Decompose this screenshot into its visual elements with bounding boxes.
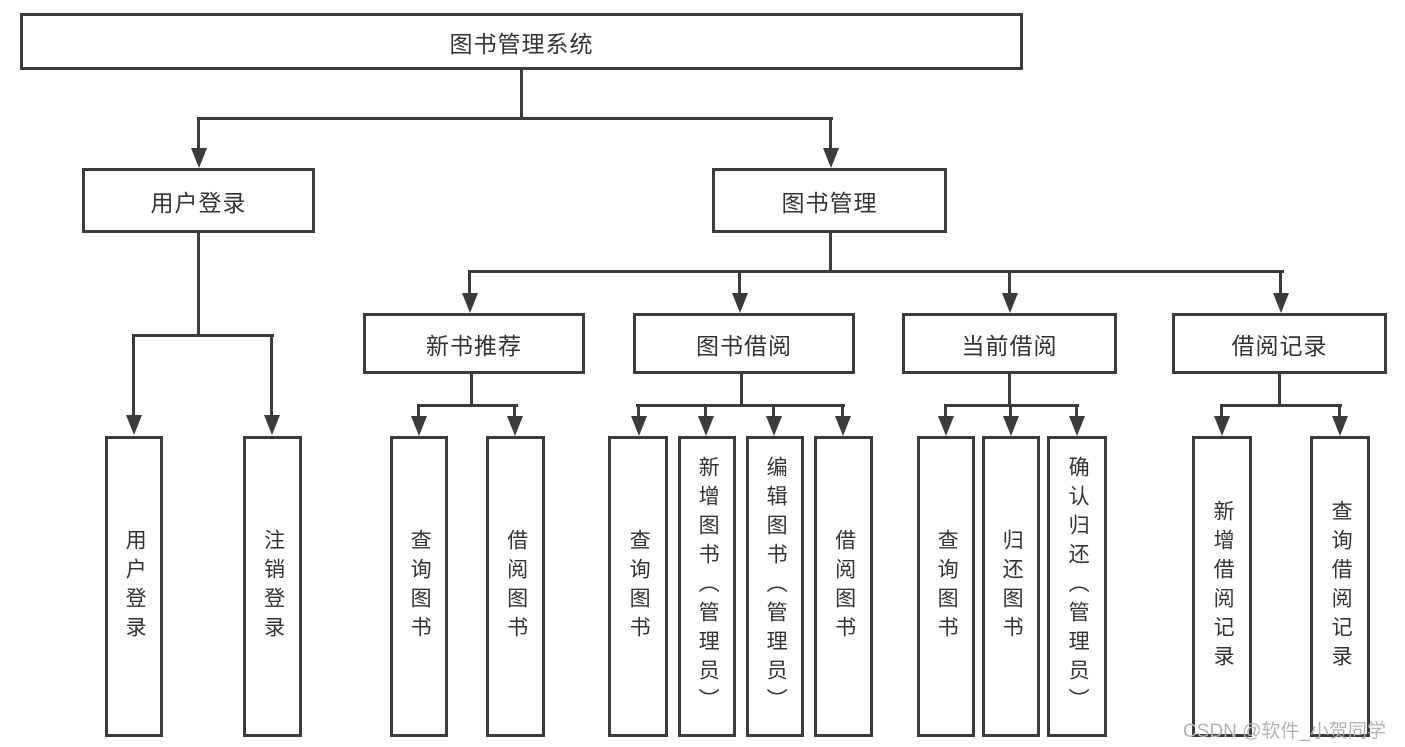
connector-line bbox=[470, 374, 473, 407]
leaf-edit-book-admin-label: 编辑图书（管理员） bbox=[764, 456, 788, 717]
connector-arrow bbox=[513, 405, 516, 416]
connector-line bbox=[132, 334, 274, 337]
node-book-management: 图书管理 bbox=[712, 168, 947, 233]
connector-arrow bbox=[1075, 405, 1078, 416]
connector-arrow bbox=[1279, 271, 1282, 293]
node-new-book-recommend-label: 新书推荐 bbox=[426, 332, 522, 359]
leaf-search-borrow-record: 查询借阅记录 bbox=[1310, 436, 1370, 737]
leaf-search-book-recommend-label: 查询图书 bbox=[408, 528, 432, 645]
leaf-search-book-current-label: 查询图书 bbox=[935, 528, 959, 645]
connector-line bbox=[829, 233, 832, 273]
connector-line bbox=[468, 270, 1284, 273]
connector-arrow bbox=[738, 271, 741, 293]
leaf-confirm-return-admin-label: 确认归还（管理员） bbox=[1066, 456, 1090, 717]
leaf-add-borrow-record-label: 新增借阅记录 bbox=[1211, 499, 1235, 674]
connector-line bbox=[520, 70, 523, 118]
connector-arrow bbox=[468, 271, 471, 293]
connector-line bbox=[197, 117, 833, 120]
node-borrow-records: 借阅记录 bbox=[1172, 313, 1387, 374]
leaf-search-book-recommend: 查询图书 bbox=[390, 436, 448, 737]
connector-arrow bbox=[944, 405, 947, 416]
leaf-confirm-return-admin: 确认归还（管理员） bbox=[1047, 436, 1107, 737]
connector-arrow bbox=[197, 118, 200, 148]
connector-arrow bbox=[270, 335, 273, 415]
leaf-return-book-label: 归还图书 bbox=[1000, 528, 1024, 645]
node-current-borrow-label: 当前借阅 bbox=[961, 332, 1058, 359]
leaf-borrow-book: 借阅图书 bbox=[814, 436, 873, 737]
connector-line bbox=[197, 233, 200, 335]
connector-arrow bbox=[417, 405, 420, 416]
leaf-user-login: 用户登录 bbox=[105, 436, 163, 737]
node-borrow-records-label: 借阅记录 bbox=[1231, 332, 1328, 359]
connector-arrow bbox=[1008, 271, 1011, 293]
node-user-login: 用户登录 bbox=[82, 168, 315, 233]
node-book-borrow-label: 图书借阅 bbox=[696, 332, 792, 359]
leaf-add-book-admin: 新增图书（管理员） bbox=[678, 436, 736, 737]
watermark: CSDN @软件_小贺同学 bbox=[1183, 721, 1386, 742]
leaf-search-book-current: 查询图书 bbox=[917, 436, 975, 737]
node-user-login-label: 用户登录 bbox=[150, 189, 247, 216]
connector-arrow bbox=[841, 405, 844, 416]
connector-arrow bbox=[637, 405, 640, 416]
node-current-borrow: 当前借阅 bbox=[902, 313, 1117, 374]
connector-arrow bbox=[772, 405, 775, 416]
connector-line bbox=[1278, 374, 1281, 407]
connector-line bbox=[417, 404, 518, 407]
connector-line bbox=[1008, 374, 1011, 407]
leaf-user-login-label: 用户登录 bbox=[123, 528, 147, 645]
leaf-search-book-borrow: 查询图书 bbox=[608, 436, 668, 737]
node-book-borrow: 图书借阅 bbox=[633, 313, 855, 374]
node-root-label: 图书管理系统 bbox=[449, 30, 594, 57]
leaf-logout: 注销登录 bbox=[243, 436, 302, 737]
node-book-management-label: 图书管理 bbox=[781, 189, 878, 216]
node-root: 图书管理系统 bbox=[20, 13, 1023, 70]
leaf-search-book-borrow-label: 查询图书 bbox=[627, 528, 651, 645]
connector-arrow bbox=[1220, 405, 1223, 416]
connector-line bbox=[636, 404, 845, 407]
leaf-add-book-admin-label: 新增图书（管理员） bbox=[696, 456, 720, 717]
leaf-borrow-book-recommend-label: 借阅图书 bbox=[504, 528, 528, 645]
leaf-edit-book-admin: 编辑图书（管理员） bbox=[746, 436, 804, 737]
connector-arrow bbox=[1009, 405, 1012, 416]
leaf-borrow-book-recommend: 借阅图书 bbox=[486, 436, 545, 737]
leaf-borrow-book-label: 借阅图书 bbox=[832, 528, 856, 645]
connector-arrow bbox=[1338, 405, 1341, 416]
leaf-return-book: 归还图书 bbox=[982, 436, 1040, 737]
connector-arrow bbox=[704, 405, 707, 416]
connector-line bbox=[1220, 404, 1342, 407]
connector-arrow bbox=[829, 118, 832, 148]
node-new-book-recommend: 新书推荐 bbox=[363, 313, 585, 374]
connector-line bbox=[740, 374, 743, 407]
leaf-search-borrow-record-label: 查询借阅记录 bbox=[1329, 499, 1353, 674]
leaf-add-borrow-record: 新增借阅记录 bbox=[1192, 436, 1252, 737]
connector-arrow bbox=[132, 335, 135, 415]
leaf-logout-label: 注销登录 bbox=[261, 528, 285, 645]
